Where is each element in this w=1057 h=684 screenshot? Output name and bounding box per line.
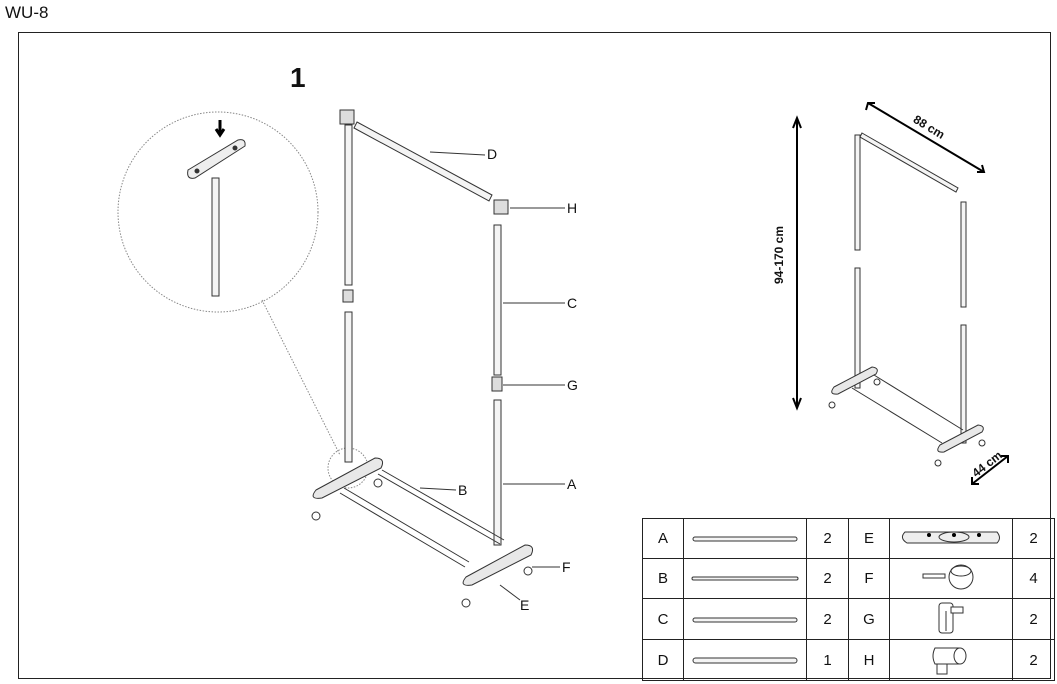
parts-table: A 2 E 2 B 2 F 4 C 2 G 2 D 1 H 2 bbox=[642, 518, 1055, 681]
t-connector-icon bbox=[889, 639, 1013, 681]
callout-e: E bbox=[520, 597, 530, 613]
rack-main bbox=[311, 109, 565, 608]
callout-h: H bbox=[567, 200, 578, 216]
tube-icon bbox=[683, 639, 807, 681]
caster-wheel-icon bbox=[889, 558, 1013, 599]
callout-d: D bbox=[487, 146, 498, 162]
height-clamp-icon bbox=[889, 598, 1013, 640]
part-qty: 2 bbox=[1012, 639, 1055, 681]
part-letter: E bbox=[848, 518, 890, 559]
part-letter: A bbox=[642, 518, 684, 559]
table-row: C 2 G 2 bbox=[642, 598, 1055, 640]
document-title: WU-8 bbox=[5, 3, 49, 22]
tube-icon bbox=[683, 558, 807, 599]
part-qty: 2 bbox=[806, 558, 849, 599]
part-letter: H bbox=[848, 639, 890, 681]
part-qty: 4 bbox=[1012, 558, 1055, 599]
part-qty: 2 bbox=[806, 598, 849, 640]
table-row: B 2 F 4 bbox=[642, 558, 1055, 599]
part-letter: F bbox=[848, 558, 890, 599]
tube-icon bbox=[683, 598, 807, 640]
table-row: D 1 H 2 bbox=[642, 639, 1055, 681]
rack-overview bbox=[792, 102, 1009, 485]
part-qty: 2 bbox=[1012, 518, 1055, 559]
step-number: 1 bbox=[290, 62, 306, 93]
callout-f: F bbox=[562, 559, 571, 575]
dimension-height: 94-170 cm bbox=[772, 225, 787, 285]
part-letter: G bbox=[848, 598, 890, 640]
part-qty: 2 bbox=[806, 518, 849, 559]
table-row: A 2 E 2 bbox=[642, 518, 1055, 559]
part-letter: C bbox=[642, 598, 684, 640]
callout-a: A bbox=[567, 476, 577, 492]
tube-icon bbox=[683, 518, 807, 559]
part-qty: 1 bbox=[806, 639, 849, 681]
callout-g: G bbox=[567, 377, 578, 393]
callout-c: C bbox=[567, 295, 578, 311]
part-letter: D bbox=[642, 639, 684, 681]
part-letter: B bbox=[642, 558, 684, 599]
diagram-frame bbox=[18, 32, 1051, 679]
base-foot-icon bbox=[889, 518, 1013, 559]
callout-b: B bbox=[458, 482, 468, 498]
part-qty: 2 bbox=[1012, 598, 1055, 640]
detail-magnifier bbox=[117, 111, 369, 489]
